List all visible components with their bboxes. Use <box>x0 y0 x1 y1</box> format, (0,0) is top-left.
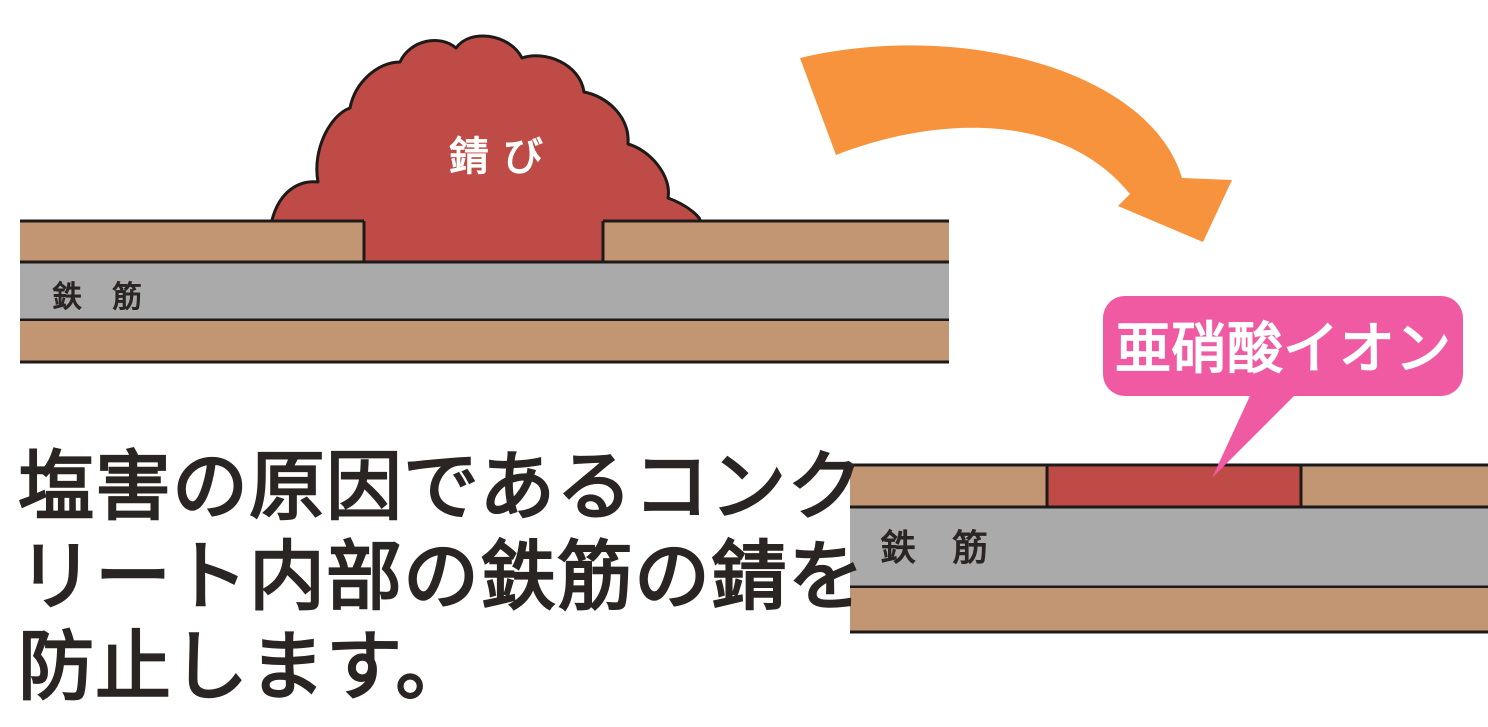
headline-line-3: 防止します。 <box>18 622 473 711</box>
concrete-top-left <box>20 221 364 262</box>
rebar-label-top: 鉄 筋 <box>52 280 142 315</box>
rebar-label-bottom: 鉄 筋 <box>880 528 988 569</box>
callout-box <box>1103 296 1463 396</box>
concrete-top-bottom <box>20 321 949 362</box>
nitrite-layer <box>1047 465 1301 507</box>
callout-label: 亜硝酸イオン <box>1115 317 1451 382</box>
rebar-top <box>20 262 949 320</box>
top-diagram: 錆 び 鉄 筋 <box>20 34 949 364</box>
rebar-bottom <box>850 507 1488 587</box>
headline-line-2: リート内部の鉄筋の錆を <box>18 532 865 621</box>
callout-tail <box>1212 385 1305 478</box>
headline-line-1: 塩害の原因であるコンク <box>18 442 865 531</box>
rust-label: 錆 び <box>449 134 543 180</box>
concrete-bottom-lower <box>850 588 1488 632</box>
concrete-bottom-left <box>850 465 1047 507</box>
headline: 塩害の原因であるコンク リート内部の鉄筋の錆を 防止します。 <box>18 442 865 712</box>
transition-arrow <box>800 45 1232 243</box>
rust-blob <box>270 34 702 264</box>
bottom-diagram: 鉄 筋 <box>850 463 1488 634</box>
concrete-top-right <box>603 221 949 262</box>
concrete-bottom-right <box>1301 465 1488 507</box>
rust-gap <box>364 221 603 262</box>
nitrite-callout: 亜硝酸イオン <box>1103 296 1463 478</box>
